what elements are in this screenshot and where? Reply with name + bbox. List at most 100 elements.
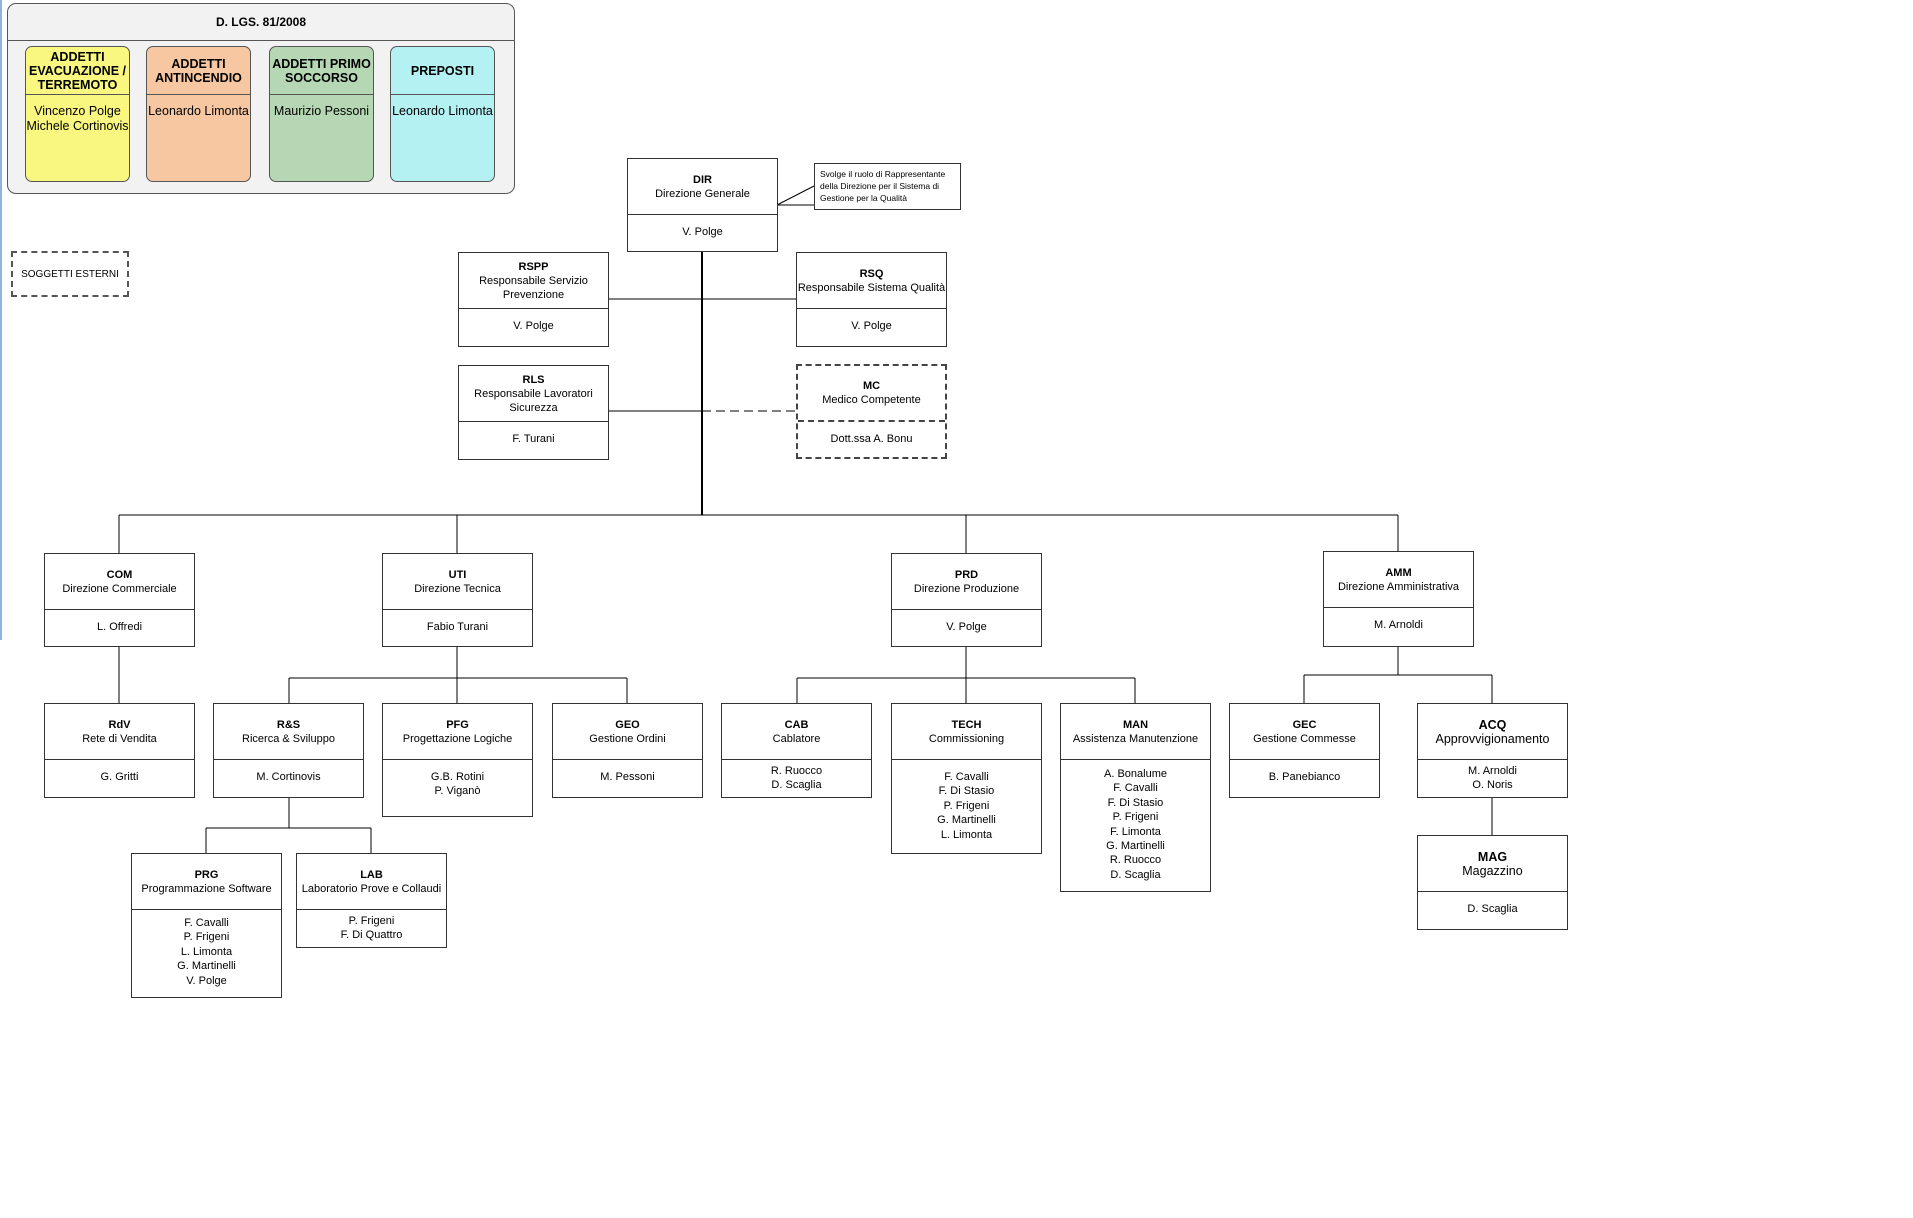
unit-people: F. Cavalli F. Di Stasio P. Frigeni G. Ma…	[937, 771, 996, 841]
unit-name: Direzione Produzione	[913, 582, 1020, 595]
dlgs-panel: D. LGS. 81/2008 ADDETTI EVACUAZIONE / TE…	[7, 3, 515, 194]
unit-name: Gestione Commesse	[1253, 732, 1356, 745]
dlgs-title: D. LGS. 81/2008	[8, 4, 514, 41]
unit-code: GEC	[1292, 718, 1317, 731]
unit-name: Rete di Vendita	[82, 732, 157, 745]
unit-code: TECH	[951, 718, 982, 731]
unit-code: MAG	[1477, 849, 1508, 864]
unit-name: Approvvigionamento	[1435, 731, 1550, 746]
role-card-antincendio: ADDETTI ANTINCENDIO Leonardo Limonta	[146, 46, 251, 182]
role-people: Maurizio Pessoni	[273, 104, 370, 118]
unit-name: Responsabile Lavoratori Sicurezza	[474, 387, 593, 414]
unit-code: DIR	[693, 173, 712, 186]
unit-name: Laboratorio Prove e Collaudi	[301, 882, 442, 895]
unit-code: RdV	[108, 718, 131, 731]
unit-code: PRG	[194, 868, 219, 881]
role-title: ADDETTI ANTINCENDIO	[147, 47, 250, 95]
unit-code: GEO	[615, 718, 640, 731]
unit-code: UTI	[448, 568, 467, 581]
unit-code: PRD	[954, 568, 979, 581]
unit-people: F. Cavalli P. Frigeni L. Limonta G. Mart…	[177, 917, 236, 987]
unit-name: Responsabile Sistema Qualità	[797, 281, 946, 294]
unit-people: Dott.ssa A. Bonu	[830, 433, 913, 445]
unit-name: Direzione Generale	[655, 187, 750, 200]
unit-people: V. Polge	[946, 621, 987, 633]
role-people: Vincenzo Polge Michele Cortinovis	[26, 104, 129, 133]
unit-people: V. Polge	[682, 226, 723, 238]
unit-code: AMM	[1385, 566, 1412, 579]
unit-name: Medico Competente	[822, 394, 921, 406]
unit-code: COM	[106, 568, 133, 581]
unit-name: Direzione Tecnica	[414, 582, 501, 595]
unit-people: Fabio Turani	[426, 621, 489, 633]
unit-people: M. Cortinovis	[256, 771, 321, 783]
unit-people: D. Scaglia	[1467, 903, 1518, 915]
unit-name: Direzione Commerciale	[62, 582, 177, 595]
unit-people: R. Ruocco D. Scaglia	[770, 765, 823, 792]
connector-note	[776, 185, 815, 206]
role-people: Leonardo Limonta	[148, 104, 249, 118]
unit-code: PFG	[446, 718, 469, 731]
unit-code: ACQ	[1478, 717, 1507, 732]
unit-people: L. Offredi	[96, 621, 143, 633]
unit-name: Assistenza Manutenzione	[1072, 732, 1199, 745]
unit-name: Cablatore	[772, 732, 821, 745]
unit-people: V. Polge	[851, 320, 892, 332]
role-card-preposti: PREPOSTI Leonardo Limonta	[390, 46, 495, 182]
role-card-primo-soccorso: ADDETTI PRIMO SOCCORSO Maurizio Pessoni	[269, 46, 374, 182]
unit-name: Responsabile Servizio Prevenzione	[479, 274, 588, 301]
unit-people: G.B. Rotini P. Viganò	[430, 771, 485, 798]
role-title: ADDETTI PRIMO SOCCORSO	[270, 47, 373, 95]
unit-code: RSPP	[518, 260, 549, 273]
unit-name: Magazzino	[1462, 863, 1523, 878]
unit-name: Gestione Ordini	[589, 732, 666, 745]
unit-code: RSQ	[859, 267, 884, 280]
unit-people: A. Bonalume F. Cavalli F. Di Stasio P. F…	[1104, 768, 1167, 881]
unit-name: Direzione Amministrativa	[1337, 580, 1460, 593]
unit-people: M. Pessoni	[600, 771, 655, 783]
left-edge-bar	[0, 0, 2, 640]
unit-people: G. Gritti	[100, 771, 139, 783]
role-title: ADDETTI EVACUAZIONE / TERREMOTO	[26, 47, 129, 95]
role-title: PREPOSTI	[391, 47, 494, 95]
unit-name: Progettazione Logiche	[402, 732, 513, 745]
role-people: Leonardo Limonta	[392, 104, 493, 118]
role-card-evacuazione: ADDETTI EVACUAZIONE / TERREMOTO Vincenzo…	[25, 46, 130, 182]
unit-people: V. Polge	[513, 320, 554, 332]
unit-mc: MC Medico Competente Dott.ssa A. Bonu	[796, 364, 947, 459]
dir-note: Svolge il ruolo di Rappresentante della …	[814, 163, 961, 210]
unit-people: M. Arnoldi	[1374, 619, 1423, 631]
unit-code: CAB	[784, 718, 809, 731]
unit-people: P. Frigeni F. Di Quattro	[340, 915, 403, 942]
unit-name: Programmazione Software	[141, 882, 272, 895]
unit-code: MC	[862, 380, 881, 392]
unit-code: RLS	[522, 373, 545, 386]
unit-code: MAN	[1122, 718, 1149, 731]
unit-people: M. Arnoldi O. Noris	[1468, 765, 1517, 792]
unit-name: Ricerca & Sviluppo	[242, 732, 335, 745]
unit-people: F. Turani	[512, 433, 555, 445]
unit-name: Commissioning	[928, 732, 1005, 745]
external-subjects-legend: SOGGETTI ESTERNI	[11, 251, 129, 297]
org-connectors	[118, 185, 1493, 853]
